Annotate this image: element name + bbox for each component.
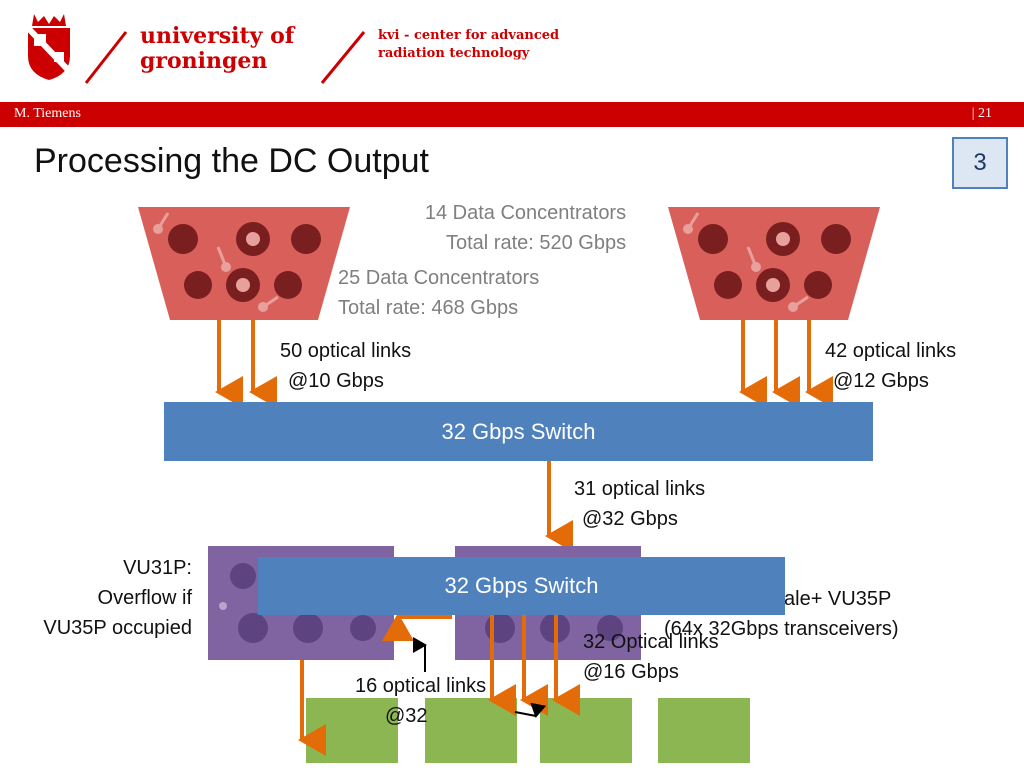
data-concentrator-right-icon [668,207,880,320]
university-name: university of groningen [140,23,295,74]
vu31p-label: VU31P: Overflow if VU35P occupied [43,557,192,639]
dc-right-label: 14 Data Concentrators Total rate: 520 Gb… [424,202,627,254]
logo-divider-1 [84,30,128,85]
slide-badge: 3 [952,137,1008,189]
university-crest-icon [24,12,74,82]
processing-node-4 [658,698,750,763]
dc-left-label: 25 Data Concentrators Total rate: 468 Gb… [338,267,540,319]
links-right-label: 42 optical links @12 Gbps [825,340,957,392]
links-mid-label: 31 optical links @32 Gbps [574,478,706,530]
logo-divider-2 [320,30,366,85]
data-concentrator-left-icon [138,207,350,320]
switch-bottom: 32 Gbps Switch [258,557,785,615]
slide-title: Processing the DC Output [34,142,429,180]
header-bar [0,102,1024,127]
switch-top: 32 Gbps Switch [164,402,873,461]
vu35p-label: cale+ VU35P (64x 32Gbps transceivers) [664,588,899,640]
links-32-label: 32 Optical links @16 Gbps [583,631,719,683]
links-left-label: 50 optical links @10 Gbps [280,340,412,392]
links-16-label: 16 optical links @32 [355,675,487,727]
author-name: M. Tiemens [14,106,81,121]
page-number: | 21 [971,106,992,121]
institute-name: kvi - center for advanced radiation tech… [378,28,560,61]
